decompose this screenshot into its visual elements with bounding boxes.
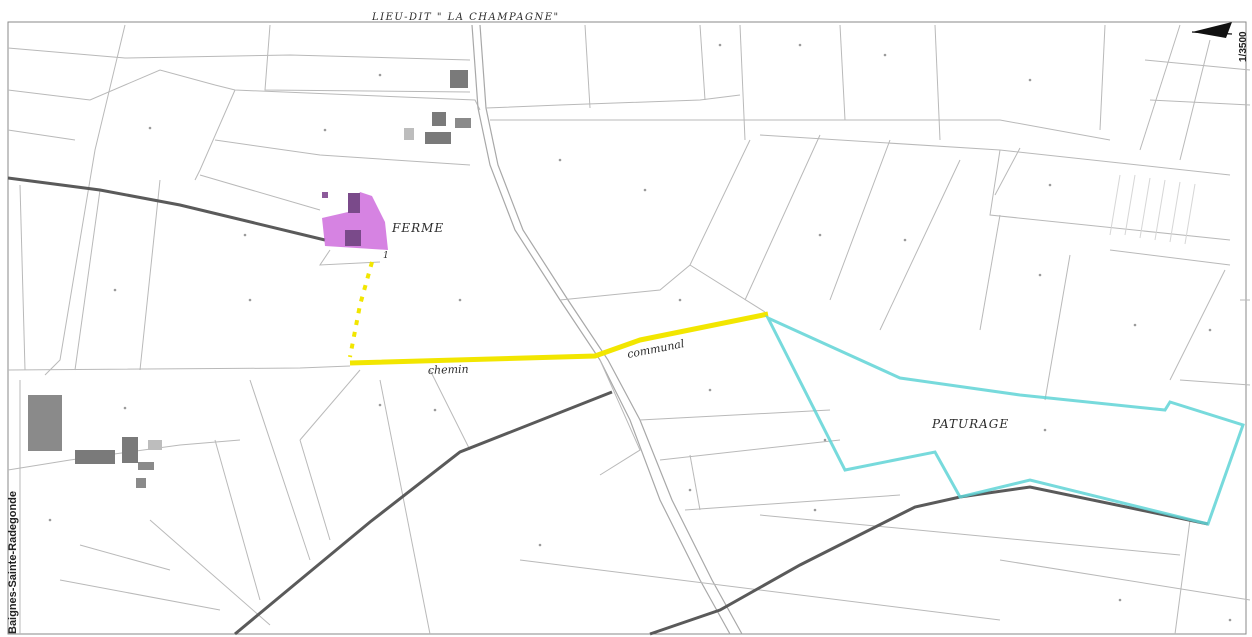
farm-label: FERME [391,221,444,235]
building [28,395,62,451]
boundary-line-southeast [649,485,1209,636]
scale-label: 1/3500 [1238,31,1249,62]
building [425,132,451,144]
building [450,70,468,88]
building [122,437,138,463]
farm-highlight [322,192,388,250]
boundary-lines [7,176,1209,636]
commune-label: Baignes-Sainte-Radegonde [7,491,19,634]
communal-path [348,261,769,366]
building [432,112,446,126]
survey-points [48,43,1232,622]
boundary-line-northwest [7,176,326,242]
pasture-label: PATURAGE [931,417,1009,431]
parcel-lines [7,24,1251,635]
pasture-outline [764,314,1245,526]
building [455,118,471,128]
map-title: LIEU-DIT " LA CHAMPAGNE" [371,12,560,23]
farm-building-2 [348,193,360,213]
map-frame [7,21,1247,635]
buildings [28,70,471,488]
building [148,440,162,450]
building [136,478,146,488]
farm-area [322,192,388,250]
building [75,450,115,464]
farm-building-3 [322,192,328,198]
building [404,128,414,140]
boundary-line-southwest [234,390,613,636]
farm-building-1 [345,230,361,246]
path-label-chemin: chemin [428,363,469,377]
parcel-number: 1 [383,251,389,261]
north-arrow-icon [1191,22,1233,38]
communal-path-highlight [349,311,769,366]
building [138,462,154,470]
farm-access-path [348,261,374,358]
